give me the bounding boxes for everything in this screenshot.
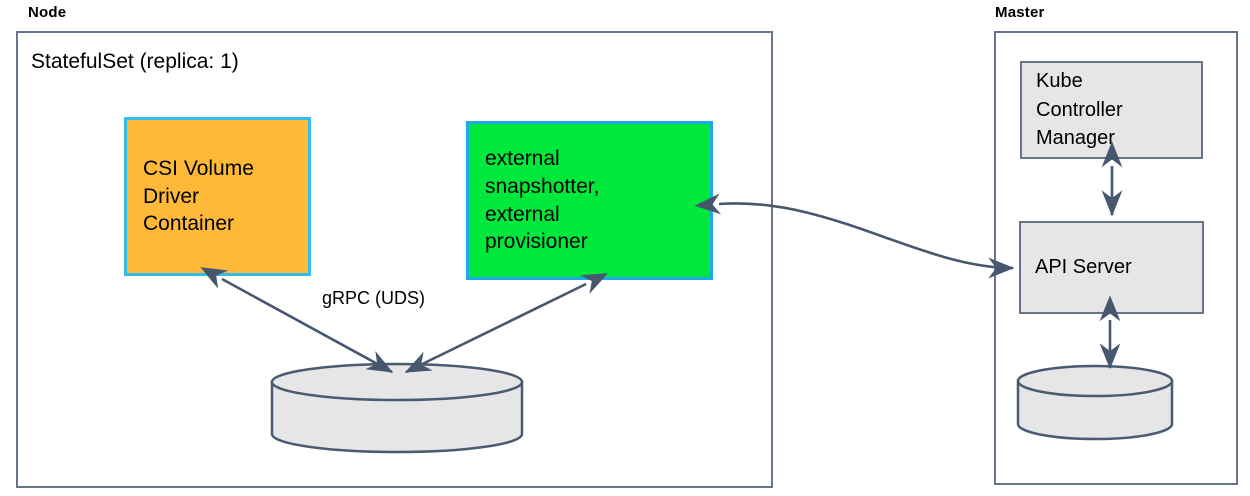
- api-server-box[interactable]: API Server: [1019, 221, 1204, 314]
- csi-volume-driver-container-label: CSI Volume Driver Container: [127, 155, 308, 238]
- external-line-3: external: [485, 202, 560, 226]
- external-line-1: external: [485, 147, 560, 171]
- kube-controller-manager-label: Kube Controller Manager: [1022, 67, 1201, 152]
- master-zone-label: Master: [995, 4, 1045, 21]
- kcm-line-1: Kube: [1036, 70, 1083, 93]
- csi-volume-driver-container-box[interactable]: CSI Volume Driver Container: [124, 117, 311, 276]
- etcd-label: etcd: [1032, 397, 1065, 416]
- api-server-label: API Server: [1021, 253, 1202, 281]
- external-line-2: snapshotter,: [485, 174, 600, 198]
- kcm-line-2: Controller: [1036, 98, 1123, 121]
- csi-line-3: Container: [143, 212, 235, 236]
- grpc-uds-edge-label: gRPC (UDS): [322, 288, 426, 308]
- kcm-line-3: Manager: [1036, 127, 1115, 150]
- external-snapshotter-provisioner-box[interactable]: external snapshotter, external provision…: [466, 121, 713, 280]
- csi-line-2: Driver: [143, 184, 199, 208]
- csi-line-1: CSI Volume: [143, 156, 254, 180]
- external-line-4: provisioner: [485, 230, 588, 254]
- kube-controller-manager-box[interactable]: Kube Controller Manager: [1020, 61, 1203, 159]
- api-server-line-1: API Server: [1035, 256, 1132, 279]
- statefulset-title: StatefulSet (replica: 1): [31, 50, 239, 73]
- emptydir-volume-label: EmptyDir Volume: [331, 408, 463, 427]
- node-zone-label: Node: [28, 4, 67, 21]
- external-snapshotter-provisioner-label: external snapshotter, external provision…: [469, 145, 710, 256]
